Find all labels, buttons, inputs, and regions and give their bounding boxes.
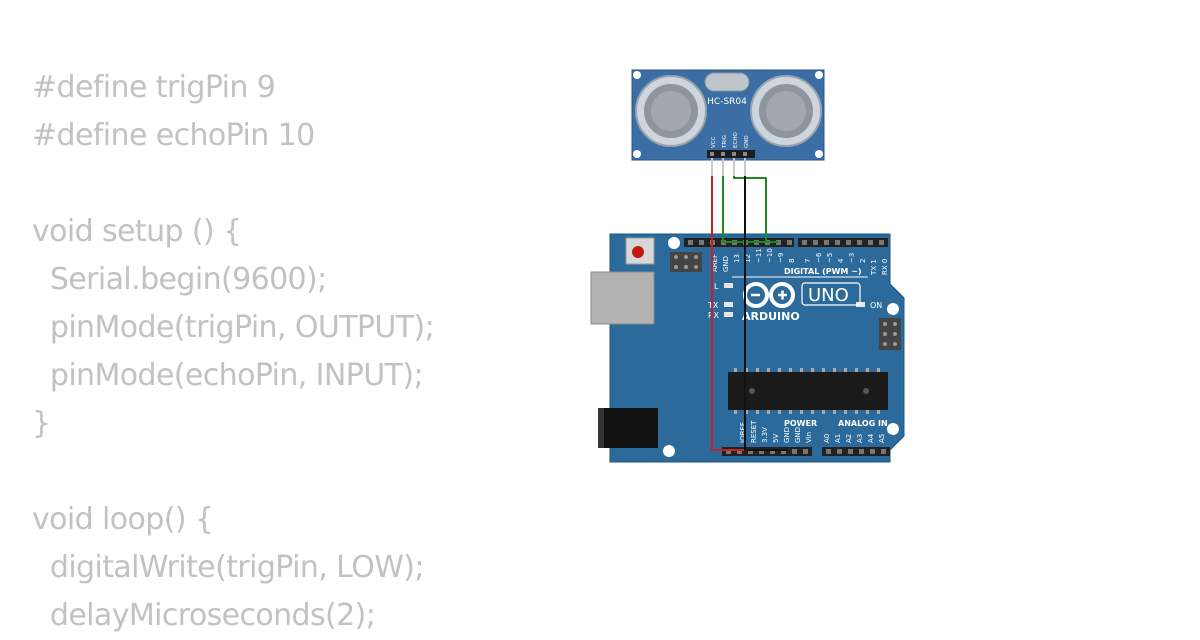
- code-line: digitalWrite(trigPin, LOW);: [32, 550, 425, 585]
- sensor-pin-header: [707, 150, 755, 176]
- power-pin-label: GND: [783, 427, 791, 443]
- analog-header: [822, 447, 890, 456]
- led-tx: [724, 302, 733, 307]
- code-line: }: [32, 406, 51, 441]
- digital-pin-label: AREF: [711, 254, 719, 272]
- code-line: pinMode(trigPin, OUTPUT);: [32, 310, 435, 345]
- analog-pin-label: A1: [834, 434, 842, 443]
- arduino-board: AREF GND 13 12 ~11 ~10 ~9 8 7 ~6 ~5 4 ~3…: [590, 233, 905, 463]
- power-pin-label: GND: [794, 427, 802, 443]
- digital-pin-label: GND: [722, 256, 730, 272]
- microcontroller-chip: [728, 368, 888, 414]
- analog-pin-label: A3: [856, 434, 864, 443]
- code-line: void setup () {: [32, 214, 242, 249]
- icsp-header: [879, 318, 901, 350]
- icsp-header: [670, 252, 702, 272]
- digital-header-label: DIGITAL (PWM ~): [784, 267, 862, 276]
- sensor-pin-label: TRIG: [722, 135, 728, 149]
- transducer-right: [750, 75, 822, 147]
- crystal-oscillator: [704, 72, 750, 92]
- mounting-hole: [633, 71, 641, 79]
- wire-echo-to-pin-10: [733, 176, 767, 242]
- power-pin-label: 3.3V: [761, 427, 769, 443]
- mounting-hole: [887, 423, 899, 435]
- code-line: Serial.begin(9600);: [32, 262, 327, 297]
- digital-pin-label: ~10: [766, 248, 774, 263]
- sensor-pin-label: GND: [744, 135, 750, 148]
- reset-button: [625, 237, 655, 265]
- digital-pin-label: ~6: [815, 252, 823, 263]
- analog-pin-label: A4: [867, 433, 875, 443]
- led-on: [856, 302, 865, 307]
- analog-pin-label: A5: [878, 434, 886, 443]
- power-pin-label: RESET: [750, 420, 758, 443]
- digital-header: [684, 238, 888, 247]
- digital-pin-label: ~11: [755, 248, 763, 263]
- digital-pin-label: TX 1: [870, 259, 878, 276]
- digital-pin-label: ~3: [848, 253, 856, 263]
- code-line: void loop() {: [32, 502, 214, 537]
- mounting-hole: [815, 71, 823, 79]
- analog-pin-label: A2: [845, 434, 853, 443]
- code-line: delayMicroseconds(2);: [32, 598, 376, 633]
- analog-pin-label: A0: [823, 434, 831, 443]
- code-line: pinMode(echoPin, INPUT);: [32, 358, 424, 393]
- digital-pin-label: 12: [744, 254, 752, 263]
- digital-pin-label: 4: [837, 258, 845, 263]
- led-rx: [724, 312, 733, 317]
- code-line: #define trigPin 9: [32, 70, 276, 105]
- mounting-hole: [633, 150, 641, 158]
- model-badge: [801, 282, 861, 306]
- usb-port: [590, 271, 655, 325]
- digital-pin-label: ~9: [777, 253, 785, 263]
- led-label: L: [714, 282, 719, 291]
- code-line: #define echoPin 10: [32, 118, 315, 153]
- sensor-pin-label: ECHO: [733, 132, 739, 148]
- sensor-model-label: HC-SR04: [707, 97, 747, 107]
- digital-pin-label: RX 0: [881, 259, 889, 275]
- code-listing: #define trigPin 9 #define echoPin 10 voi…: [32, 64, 435, 640]
- digital-pin-label: 13: [733, 254, 741, 263]
- digital-pin-label: 8: [788, 259, 796, 263]
- power-pin-label: IOREF: [739, 422, 747, 443]
- sensor-pin-label: VCC: [711, 136, 717, 148]
- power-header: [722, 447, 812, 456]
- wire-trig-to-pin-9: [722, 176, 778, 243]
- power-jack: [598, 408, 658, 448]
- digital-pin-label: 2: [859, 259, 867, 263]
- transducer-left: [635, 75, 707, 147]
- led-label: RX: [708, 311, 720, 320]
- digital-pin-label: ~5: [826, 253, 834, 263]
- ultrasonic-sensor: HC-SR04 VCC TRIG ECHO GND: [631, 69, 825, 176]
- power-pin-label: Vin: [805, 432, 813, 443]
- digital-pin-label: 7: [804, 259, 812, 263]
- mounting-hole: [815, 150, 823, 158]
- led-l: [724, 283, 733, 288]
- model-label: UNO: [808, 285, 849, 306]
- mounting-hole: [887, 303, 899, 315]
- power-pin-label: 5V: [772, 434, 780, 443]
- power-header-label: POWER: [784, 419, 817, 428]
- brand-label: ARDUINO: [742, 310, 800, 323]
- led-label: ON: [870, 301, 882, 310]
- mounting-hole: [668, 237, 680, 249]
- wire-gnd-to-gnd: [744, 176, 787, 451]
- analog-header-label: ANALOG IN: [838, 419, 888, 428]
- mounting-hole: [663, 445, 675, 457]
